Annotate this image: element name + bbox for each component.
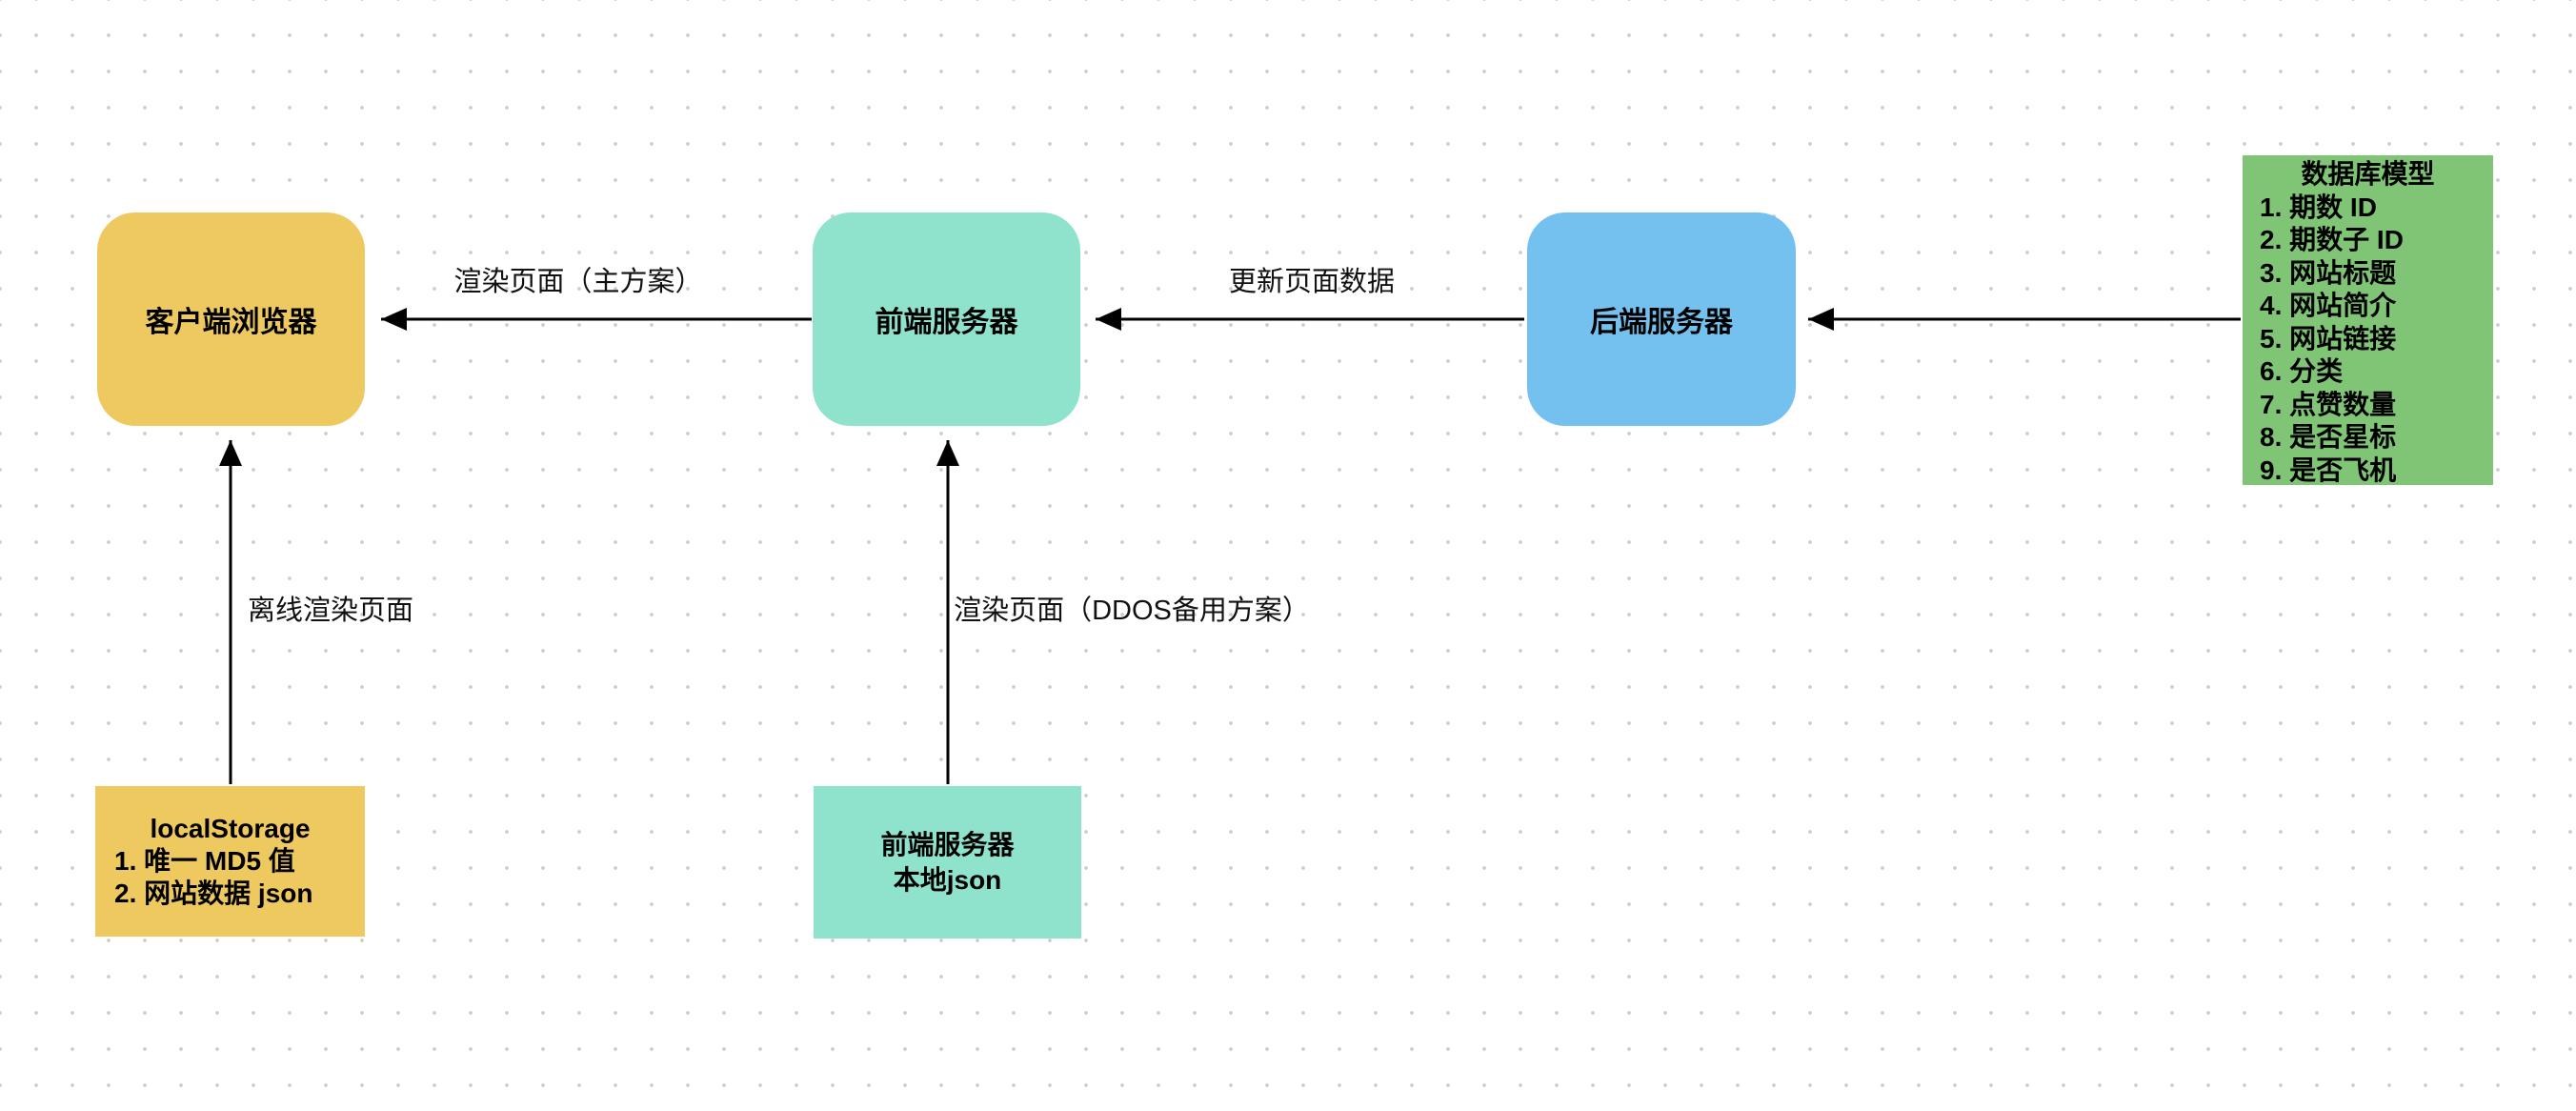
- node-database-model[interactable]: 数据库模型 1. 期数 ID 2. 期数子 ID 3. 网站标题 4. 网站简介…: [2243, 155, 2493, 485]
- database-model-item: 8. 是否星标: [2260, 422, 2397, 452]
- edge-label-ddos-backup[interactable]: 渲染页面（DDOS备用方案）: [954, 596, 1310, 626]
- database-model-item: 2. 期数子 ID: [2260, 225, 2404, 254]
- database-model-item: 4. 网站简介: [2260, 291, 2397, 320]
- node-client-browser[interactable]: 客户端浏览器: [97, 212, 365, 426]
- local-storage-item: 2. 网站数据 json: [114, 879, 313, 908]
- node-local-storage[interactable]: localStorage 1. 唯一 MD5 值 2. 网站数据 json: [95, 786, 365, 937]
- node-backend-server[interactable]: 后端服务器: [1527, 212, 1796, 426]
- node-database-model-title: 数据库模型: [2301, 159, 2435, 189]
- node-frontend-local-json-line1: 前端服务器: [880, 830, 1015, 859]
- node-frontend-local-json[interactable]: 前端服务器 本地json: [814, 786, 1081, 939]
- edge-label-update-page-data[interactable]: 更新页面数据: [1228, 267, 1396, 297]
- node-frontend-server[interactable]: 前端服务器: [813, 212, 1080, 426]
- node-frontend-local-json-line2: 本地json: [893, 865, 1002, 895]
- node-client-browser-label: 客户端浏览器: [145, 307, 317, 338]
- node-backend-server-label: 后端服务器: [1590, 307, 1733, 338]
- edge-label-offline-render[interactable]: 离线渲染页面: [247, 596, 414, 626]
- database-model-item: 5. 网站链接: [2260, 323, 2397, 354]
- edge-label-render-main[interactable]: 渲染页面（主方案）: [453, 267, 703, 297]
- database-model-item: 9. 是否飞机: [2260, 454, 2397, 485]
- database-model-item: 7. 点赞数量: [2260, 389, 2397, 419]
- node-local-storage-title: localStorage: [150, 814, 311, 843]
- database-model-item: 1. 期数 ID: [2260, 192, 2377, 222]
- local-storage-item: 1. 唯一 MD5 值: [114, 846, 295, 876]
- database-model-item: 6. 分类: [2260, 356, 2344, 386]
- node-frontend-server-label: 前端服务器: [875, 307, 1018, 338]
- database-model-item: 3. 网站标题: [2260, 257, 2397, 288]
